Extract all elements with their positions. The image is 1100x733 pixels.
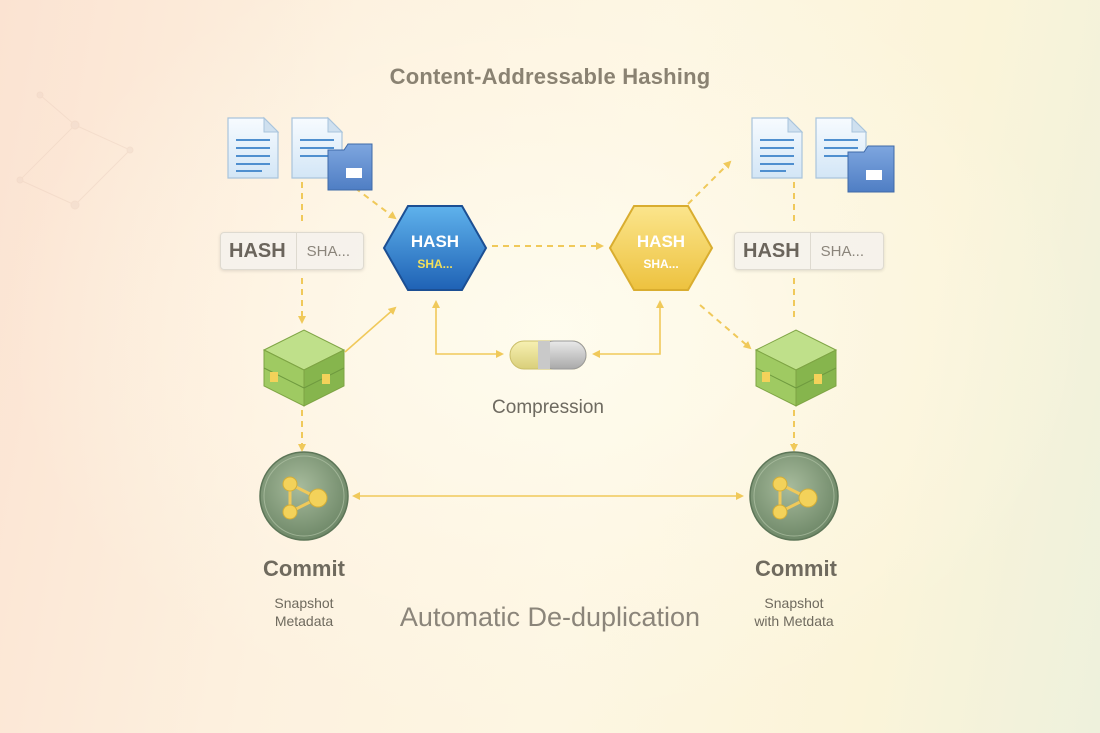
commit-sub-line: with Metdata: [754, 613, 834, 629]
block-icon: [754, 329, 838, 407]
page-title: Content-Addressable Hashing: [389, 64, 711, 89]
commit-graph-icon: [749, 451, 839, 541]
commit-sub-line: Snapshot: [274, 595, 334, 611]
commit-sub-line: Metadata: [274, 613, 334, 629]
block-icon: [262, 329, 346, 407]
hexagon-icon: [382, 205, 488, 291]
compression-label: Compression: [492, 397, 604, 418]
document-icon: [227, 116, 280, 179]
hash-box-right: HASH SHA...: [734, 232, 884, 270]
commit-graph-icon: [259, 451, 349, 541]
hash-label: HASH: [221, 233, 297, 269]
commit-subtitle-left: Snapshot Metadata: [234, 594, 374, 630]
commit-title-right: Commit: [755, 556, 837, 581]
hash-value: SHA...: [306, 242, 351, 260]
hash-value: SHA...: [820, 242, 865, 260]
document-icon: [751, 116, 804, 179]
hash-box-left: HASH SHA...: [220, 232, 364, 270]
commit-subtitle-right: Snapshot with Metdata: [724, 594, 864, 630]
commit-title-left: Commit: [263, 556, 345, 581]
folder-icon: [847, 145, 895, 193]
network-decoration: [16, 91, 134, 210]
folder-icon: [327, 143, 373, 191]
hexagon-icon: [608, 205, 714, 291]
commit-sub-line: Snapshot: [764, 595, 824, 611]
hash-label: HASH: [735, 233, 811, 269]
capsule-icon: [509, 340, 587, 370]
dedup-caption: Automatic De-duplication: [399, 602, 701, 632]
